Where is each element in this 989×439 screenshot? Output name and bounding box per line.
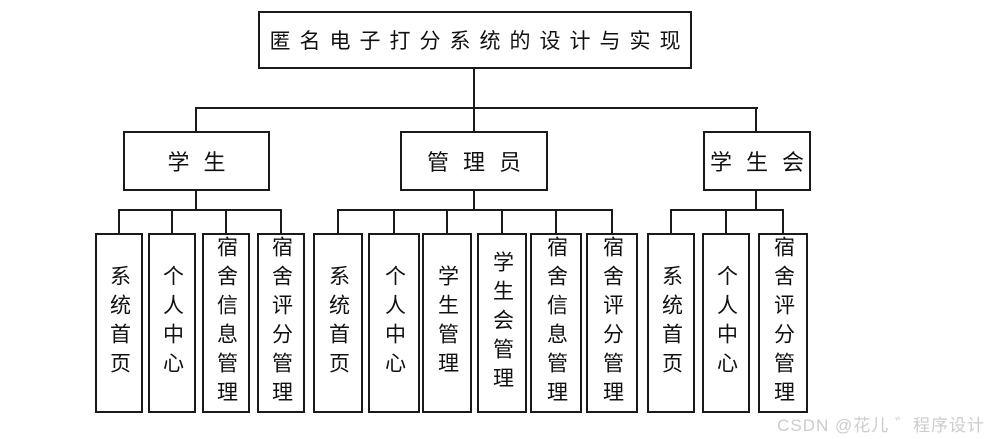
connector-stub-union	[755, 107, 757, 131]
leaf-node-label: 宿舍信息管理	[544, 236, 569, 410]
leaf-node-admin-dorm-info-mgmt: 宿舍信息管理	[530, 233, 582, 413]
connector-leaf-stub	[555, 209, 557, 233]
leaf-node-label: 个人中心	[382, 265, 407, 381]
connector-union-bus	[670, 209, 784, 211]
connector-stub-admin	[473, 107, 475, 131]
connector-student-drop	[195, 190, 197, 211]
connector-leaf-stub	[337, 209, 339, 233]
watermark-text: CSDN @花儿 ゛程序设计	[777, 416, 985, 435]
leaf-node-label: 宿舍评分管理	[600, 236, 625, 410]
connector-union-drop	[755, 190, 757, 211]
leaf-node-label: 学生会管理	[490, 250, 515, 396]
leaf-node-student-dorm-score-mgmt: 宿舍评分管理	[257, 233, 305, 413]
branch-node-label: 学生会	[710, 150, 819, 175]
connector-leaf-stub	[670, 209, 672, 233]
connector-leaf-stub	[446, 209, 448, 233]
branch-node-student: 学生	[123, 131, 270, 191]
branch-node-label: 学生	[167, 150, 240, 175]
leaf-node-label: 系统首页	[107, 265, 132, 381]
branch-node-label: 管理员	[426, 150, 535, 175]
leaf-node-student-dorm-info-mgmt: 宿舍信息管理	[202, 233, 250, 413]
leaf-node-admin-dorm-score-mgmt: 宿舍评分管理	[586, 233, 638, 413]
leaf-node-label: 宿舍信息管理	[214, 236, 239, 410]
leaf-node-admin-personal-center: 个人中心	[368, 233, 420, 413]
connector-leaf-stub	[171, 209, 173, 233]
root-node: 匿名电子打分系统的设计与实现	[258, 11, 692, 69]
connector-admin-bus	[337, 209, 613, 211]
branch-node-admin: 管理员	[400, 131, 548, 191]
leaf-node-union-dorm-score-mgmt: 宿舍评分管理	[758, 233, 808, 413]
leaf-node-label: 个人中心	[714, 265, 739, 381]
leaf-node-admin-student-union-mgmt: 学生会管理	[477, 233, 527, 413]
leaf-node-student-personal-center: 个人中心	[148, 233, 196, 413]
connector-leaf-stub	[501, 209, 503, 233]
connector-leaf-stub	[393, 209, 395, 233]
leaf-node-union-personal-center: 个人中心	[702, 233, 750, 413]
leaf-node-student-system-home: 系统首页	[95, 233, 143, 413]
connector-level1-bus	[195, 107, 758, 109]
leaf-node-label: 个人中心	[160, 265, 185, 381]
connector-root-drop	[473, 69, 475, 109]
leaf-node-label: 系统首页	[326, 265, 351, 381]
leaf-node-label: 宿舍评分管理	[771, 236, 796, 410]
connector-leaf-stub	[280, 209, 282, 233]
leaf-node-label: 学生管理	[435, 265, 460, 381]
leaf-node-union-system-home: 系统首页	[647, 233, 695, 413]
connector-stub-student	[195, 107, 197, 131]
connector-leaf-stub	[118, 209, 120, 233]
connector-leaf-stub	[782, 209, 784, 233]
connector-leaf-stub	[725, 209, 727, 233]
connector-leaf-stub	[225, 209, 227, 233]
leaf-node-label: 系统首页	[659, 265, 684, 381]
leaf-node-admin-student-mgmt: 学生管理	[422, 233, 472, 413]
leaf-node-label: 宿舍评分管理	[269, 236, 294, 410]
connector-student-bus	[118, 209, 282, 211]
leaf-node-admin-system-home: 系统首页	[313, 233, 363, 413]
connector-admin-drop	[473, 190, 475, 211]
root-node-label: 匿名电子打分系统的设计与实现	[269, 29, 690, 53]
connector-leaf-stub	[611, 209, 613, 233]
branch-node-union: 学生会	[703, 131, 811, 191]
